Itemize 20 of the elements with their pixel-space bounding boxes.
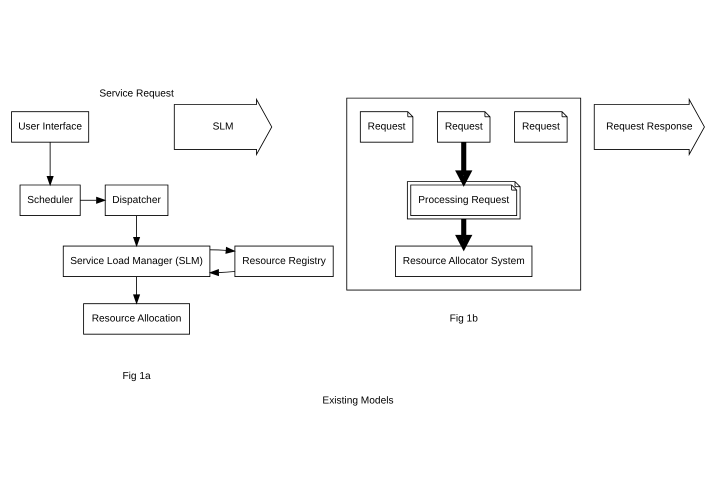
- node-box: Resource Allocator System: [395, 246, 532, 277]
- arrow: [133, 215, 140, 248]
- arrow: [455, 218, 472, 252]
- node-box: Dispatcher: [104, 184, 168, 216]
- cluster: [346, 98, 582, 291]
- node-label: Service Request: [99, 88, 174, 100]
- arrow: [208, 269, 236, 276]
- node-box: Scheduler: [20, 184, 81, 216]
- arrow: [210, 246, 236, 254]
- arrow: [133, 276, 140, 305]
- node-box: Resource Allocation: [83, 303, 190, 335]
- caption: Existing Models: [322, 395, 394, 406]
- label: Fig 1b: [450, 314, 478, 325]
- arrow: [46, 142, 54, 186]
- arrow: [455, 142, 472, 187]
- arrow: [80, 196, 106, 204]
- node-box: User Interface: [11, 111, 90, 143]
- label: Fig 1a: [122, 371, 151, 382]
- node-box: Service Load Manager (SLM): [62, 246, 210, 277]
- node-box: Resource Registry: [234, 246, 334, 277]
